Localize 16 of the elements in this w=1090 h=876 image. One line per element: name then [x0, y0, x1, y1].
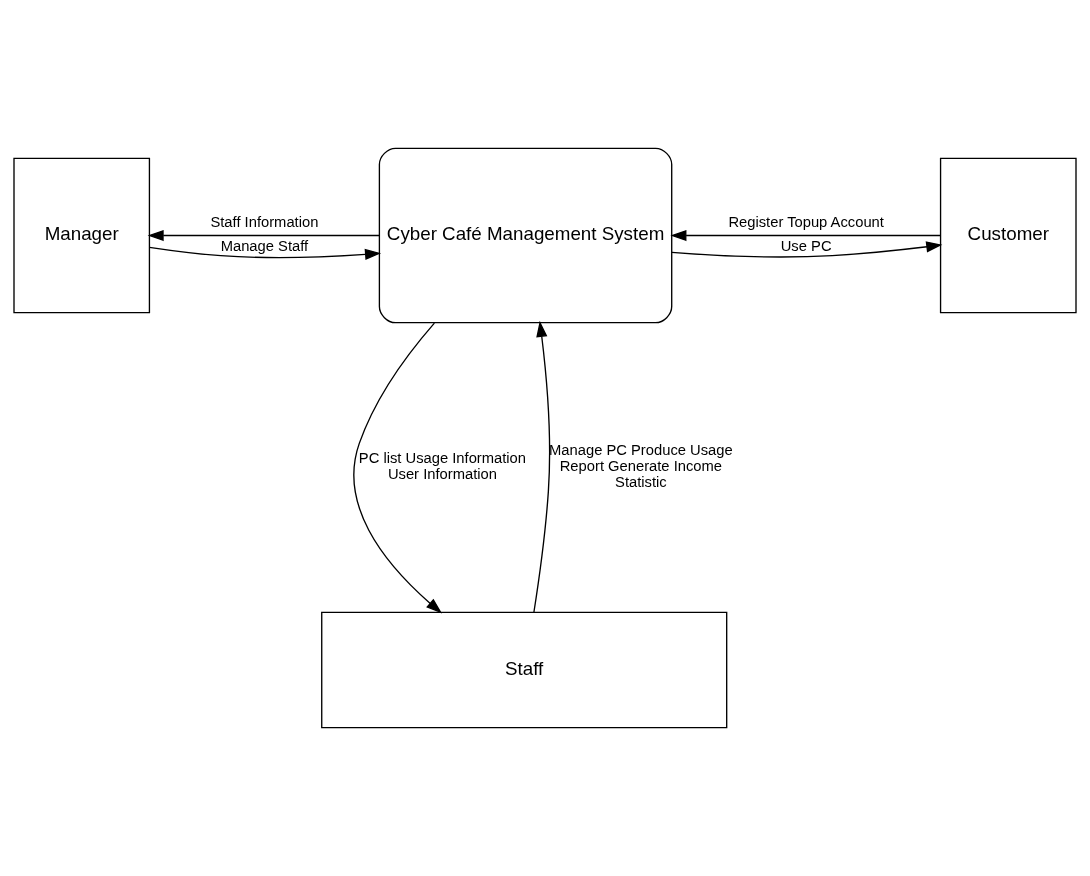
edge-label: PC list Usage Information User Information: [358, 450, 527, 483]
edge-label: Staff Information: [210, 214, 319, 231]
arrow: [353, 322, 443, 614]
edge-label: Register Topup Account: [728, 214, 884, 231]
arrow: [148, 246, 382, 261]
node-box: Cyber Café Management System: [378, 147, 673, 324]
arrow: [671, 241, 943, 258]
arrow: [670, 229, 941, 242]
node-box: Manager: [13, 157, 151, 314]
arrow: [147, 229, 380, 242]
node-box: Staff: [321, 611, 728, 729]
edge-label: Manage PC Produce Usage Report Generate Income Statistic: [549, 442, 733, 491]
node-box: Customer: [939, 157, 1077, 314]
arrow: [533, 320, 551, 613]
edge-label: Use PC: [780, 238, 832, 255]
edge-label: Manage Staff: [220, 238, 309, 255]
